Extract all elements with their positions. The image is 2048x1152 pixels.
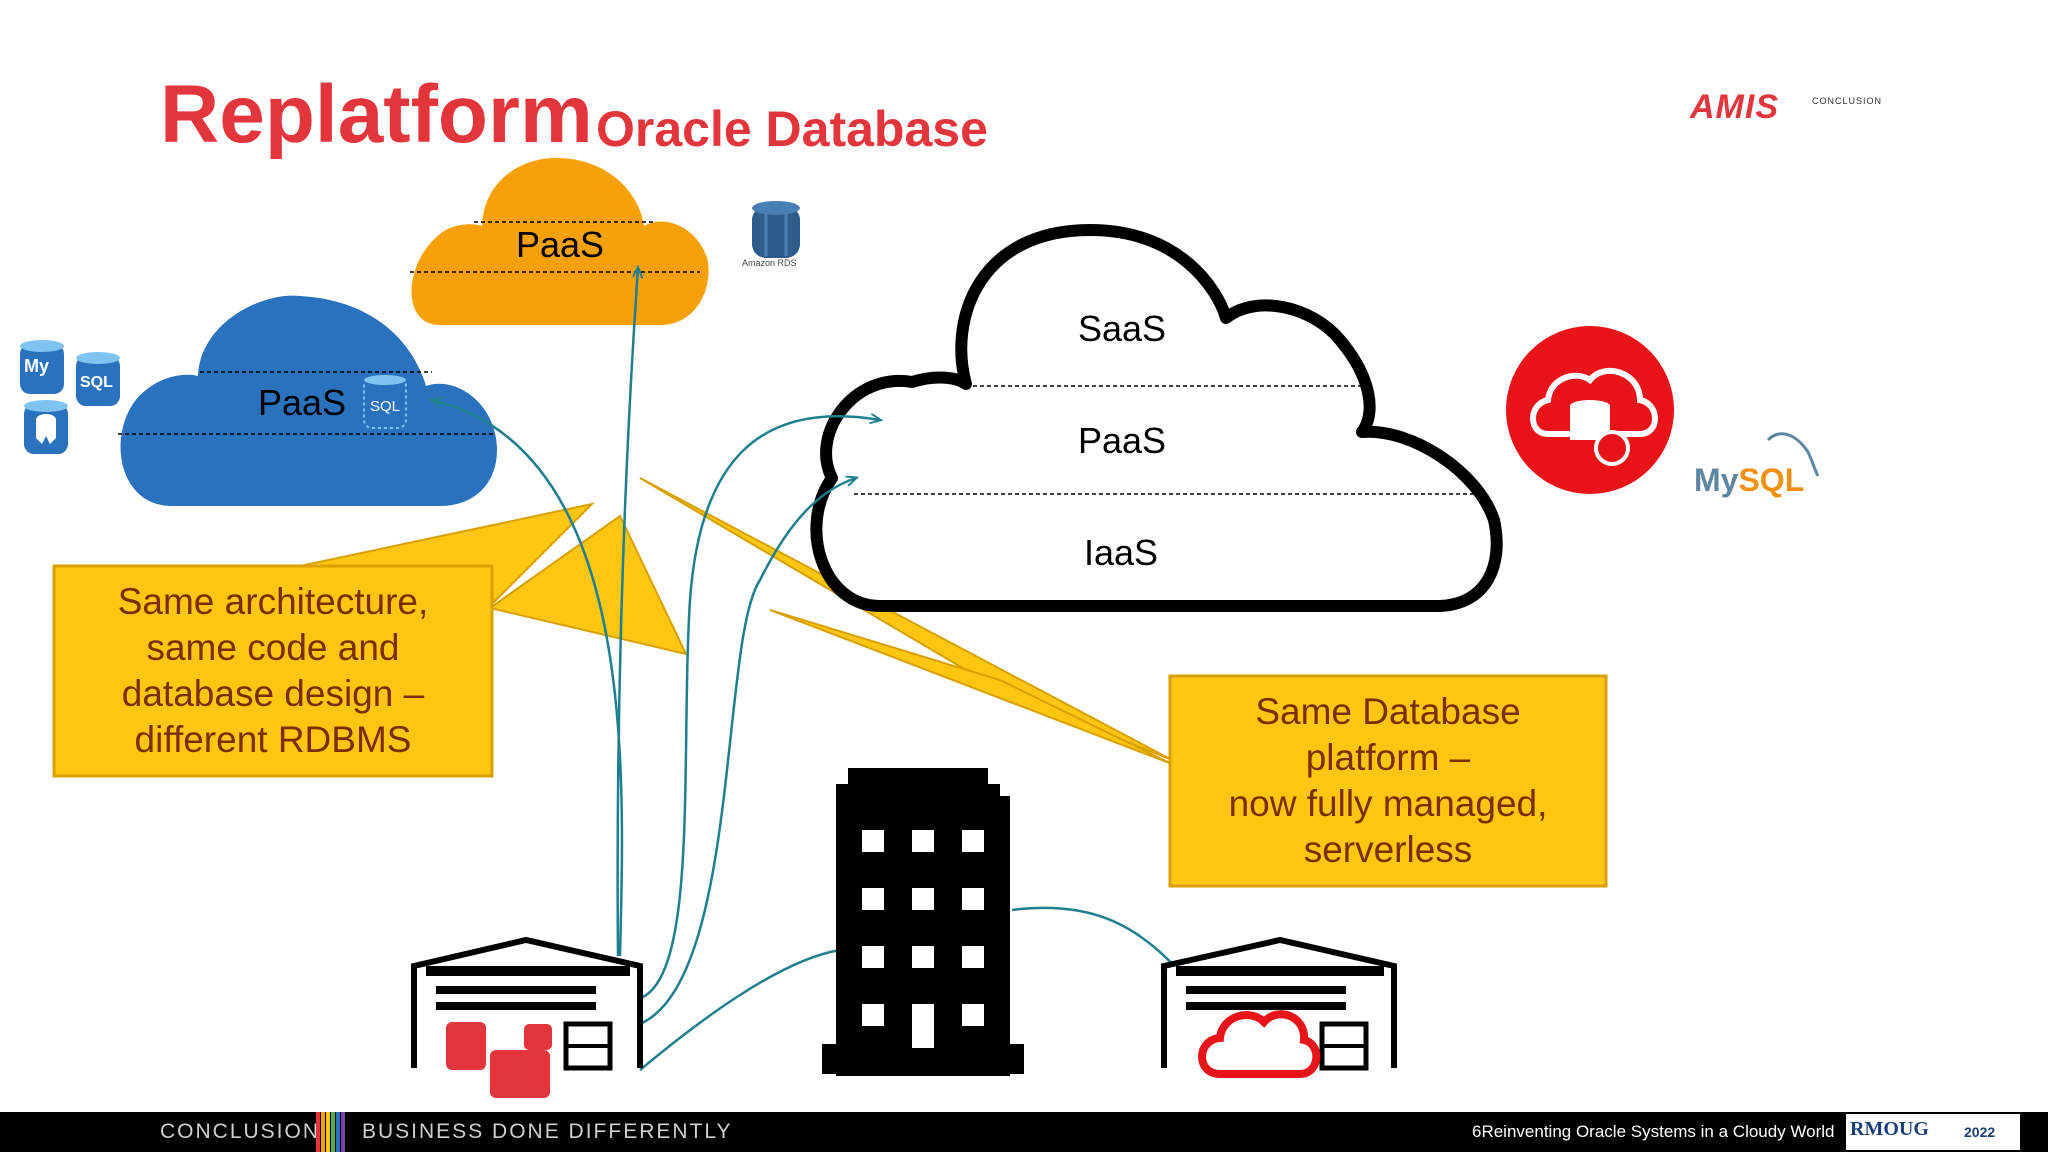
amis-logo: AMIS: [1690, 88, 1779, 126]
callout-left-text: Same architecture, same code and databas…: [118, 579, 429, 763]
azure-cloud-sql-icon-label: SQL: [370, 398, 401, 415]
oracle-cloud-saas-label: SaaS: [1078, 308, 1167, 349]
footer-color-bars: [316, 1112, 345, 1152]
aws-paas-cloud: [410, 157, 709, 325]
azure-sql-icon-label: SQL: [80, 374, 113, 391]
mysql-dolphin-icon: [1766, 432, 1820, 477]
callout-left-line-1: Same architecture,: [117, 581, 429, 622]
callout-right-line-1: Same Database: [1255, 691, 1521, 732]
rmoug-logo-background: [1846, 1114, 2020, 1150]
mysql-logo: MySQL: [1694, 462, 1804, 499]
oracle-autonomous-db-icon: [1506, 326, 1674, 494]
azure-postgresql-icon: [24, 400, 68, 454]
callout-right-box: [1168, 674, 1608, 888]
page-title: Replatform: [160, 69, 593, 160]
callout-right-text: Same Database platform – now fully manag…: [1229, 689, 1548, 873]
azure-mysql-icon-label: My: [24, 356, 50, 376]
callout-left-pointer-2: [487, 514, 688, 656]
amis-logo-tagline: CONCLUSION: [1812, 96, 1883, 106]
oracle-cloud-paas-label: PaaS: [1078, 420, 1167, 461]
callout-left-box: [52, 564, 494, 778]
oracle-cloud-iaas-label: IaaS: [1084, 532, 1159, 573]
oracle-cloud: [810, 224, 1503, 612]
footer-slogan: BUSINESS DONE DIFFERENTLY: [362, 1120, 733, 1143]
azure-mysql-icon: [20, 340, 64, 394]
callout-right: Same Database platform – now fully manag…: [1170, 676, 1606, 886]
amazon-rds-label: Amazon RDS: [742, 258, 797, 268]
amazon-rds-icon: [752, 201, 800, 258]
azure-paas-cloud: [118, 295, 497, 506]
callout-left-line-4: different RDBMS: [134, 719, 412, 760]
callout-left: Same architecture, same code and databas…: [54, 566, 492, 776]
database-stack-icon: [446, 1022, 552, 1098]
azure-sql-icon: [76, 352, 120, 406]
footer-presentation-title: 6Reinventing Oracle Systems in a Cloudy …: [1472, 1122, 1835, 1141]
azure-cloud-label: PaaS: [258, 382, 347, 423]
aws-cloud-label: PaaS: [516, 224, 605, 265]
mysql-logo-my: My: [1694, 462, 1739, 498]
page-subtitle: Oracle Database: [596, 101, 988, 157]
red-cloud-icon: [1198, 1010, 1321, 1078]
callout-right-line-2: platform –: [1305, 737, 1471, 778]
footer-conclusion: CONCLUSION: [160, 1120, 321, 1143]
rmoug-year: 2022: [1964, 1124, 1996, 1140]
office-building: [822, 768, 1024, 1076]
replatform-diagram: [20, 157, 1820, 1098]
callout-right-line-3: now fully managed,: [1228, 783, 1548, 824]
azure-cloud-sql-icon: [363, 375, 407, 429]
callout-left-line-2: same code and: [146, 627, 400, 668]
callout-left-line-3: database design –: [121, 673, 425, 714]
callout-right-pointer-2: [769, 609, 1173, 765]
on-premise-datacenter: [411, 936, 643, 1071]
mysql-logo-sql: SQL: [1738, 462, 1805, 498]
callout-right-line-4: serverless: [1303, 829, 1473, 870]
rmoug-logo: RMOUG: [1850, 1118, 1929, 1140]
